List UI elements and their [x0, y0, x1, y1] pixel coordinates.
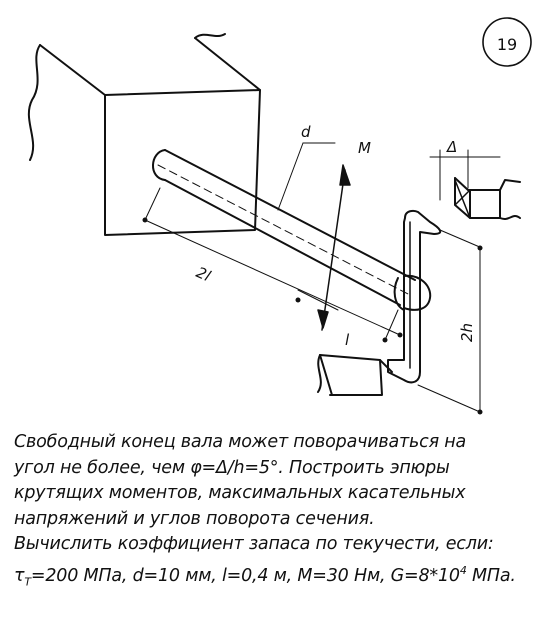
- problem-number: 19: [497, 35, 517, 54]
- problem-statement: Свободный конец вала может поворачиватьс…: [14, 430, 544, 594]
- lever: [387, 209, 442, 384]
- given-values: =200 МПа, d=10 мм, l=0,4 м, M=30 Нм, G=8…: [30, 565, 460, 586]
- statement-line-6: τT=200 МПа, d=10 мм, l=0,4 м, M=30 Нм, G…: [14, 558, 544, 595]
- shaft: [152, 149, 416, 311]
- tau-symbol: τ: [14, 565, 25, 586]
- label-2h: 2h: [458, 323, 476, 342]
- dimension-lines: [144, 142, 501, 413]
- wall-block: [27, 33, 261, 236]
- label-2l: 2l: [193, 263, 214, 285]
- label-l: l: [345, 331, 350, 349]
- statement-line-4: напряжений и углов поворота сечения.: [14, 508, 375, 529]
- statement-line-3: крутящих моментов, максимальных касатель…: [14, 483, 466, 503]
- statement-line-2: угол не более, чем φ=Δ/h=5°. Построить э…: [14, 457, 450, 478]
- units: МПа.: [466, 565, 516, 586]
- lower-stop: [317, 354, 393, 396]
- moment-arrow: [317, 164, 351, 331]
- label-d: d: [301, 123, 311, 141]
- label-M: M: [358, 139, 371, 157]
- problem-number-circle: [482, 17, 532, 67]
- exponent: 4: [459, 563, 467, 577]
- statement-line-1: Свободный конец вала может поворачиватьс…: [14, 432, 467, 452]
- upper-stop: [454, 177, 521, 220]
- shaft-diagram: 19 d M Δ 2l l 2h: [27, 17, 532, 415]
- tau-subscript: T: [24, 574, 31, 588]
- label-delta: Δ: [446, 138, 457, 156]
- statement-line-5: Вычислить коэффициент запаса по текучест…: [14, 534, 494, 554]
